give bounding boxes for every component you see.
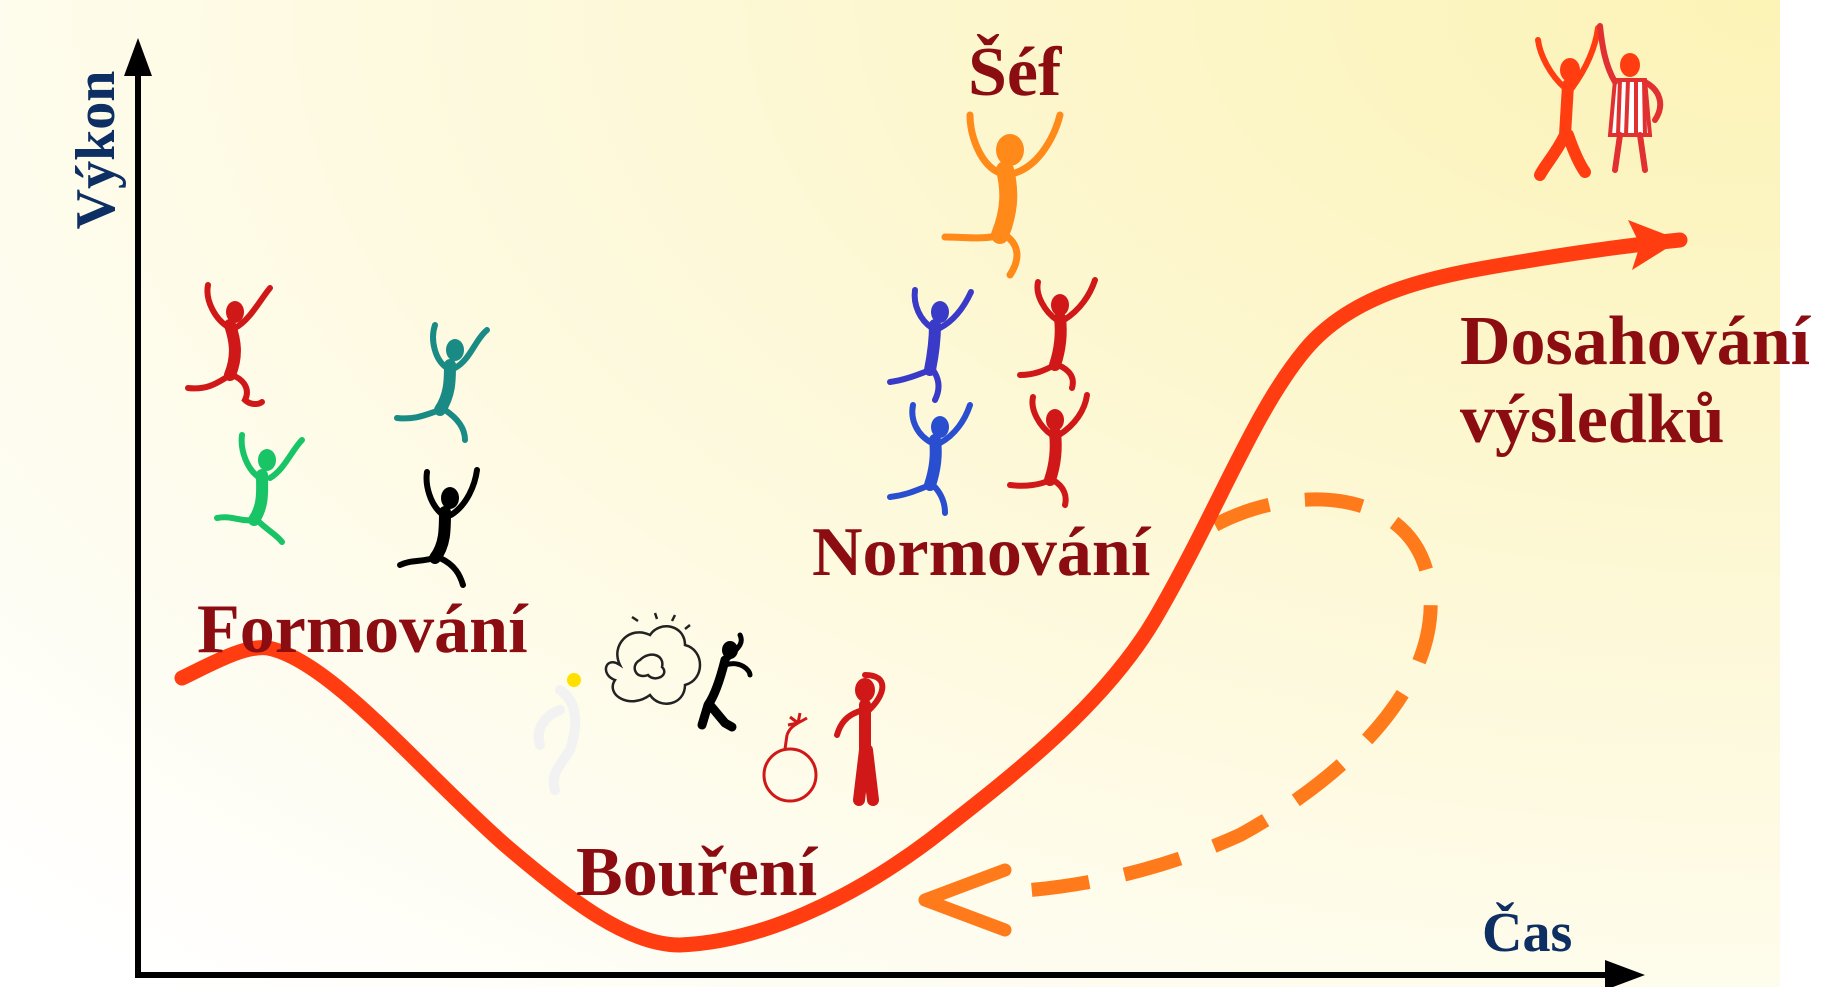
x-axis-label: Čas bbox=[1482, 902, 1573, 964]
performance-curve-arrowhead bbox=[1628, 220, 1680, 270]
dancing-figure-red-3 bbox=[1007, 392, 1090, 508]
dancing-figure-red bbox=[185, 282, 273, 408]
background-panel bbox=[0, 0, 1780, 987]
dashed-feedback-loop bbox=[999, 492, 1438, 899]
performance-curve bbox=[174, 232, 1688, 953]
dancing-figure-black bbox=[397, 467, 480, 588]
dancing-figure-teal bbox=[394, 322, 490, 443]
dancing-figure-red-2 bbox=[1017, 277, 1098, 391]
boss-label: Šéf bbox=[968, 34, 1062, 111]
celebrating-pair-figures bbox=[1534, 23, 1664, 181]
stage-label-storming: Bouření bbox=[576, 834, 818, 911]
y-axis-label: Výkon bbox=[65, 70, 127, 230]
exploding-figure-white bbox=[533, 673, 581, 795]
stage-label-norming: Normování bbox=[812, 514, 1151, 591]
cloud-burst bbox=[604, 612, 702, 705]
stage-label-forming: Formování bbox=[197, 591, 528, 668]
angry-figure-red bbox=[834, 672, 886, 806]
stage-label-performing: Dosahování výsledků bbox=[1460, 303, 1811, 459]
dashed-loop-arrowhead bbox=[918, 863, 1012, 937]
bomb-icon bbox=[762, 712, 818, 803]
dancing-figure-blue-1 bbox=[887, 287, 974, 403]
y-axis-arrowhead bbox=[124, 38, 152, 76]
dancing-figure-orange-boss bbox=[941, 111, 1064, 279]
dancing-figure-green bbox=[214, 432, 305, 545]
frustrated-figure-black bbox=[697, 632, 753, 732]
dancing-figure-blue-2 bbox=[887, 402, 973, 516]
x-axis-arrowhead bbox=[1605, 960, 1645, 987]
